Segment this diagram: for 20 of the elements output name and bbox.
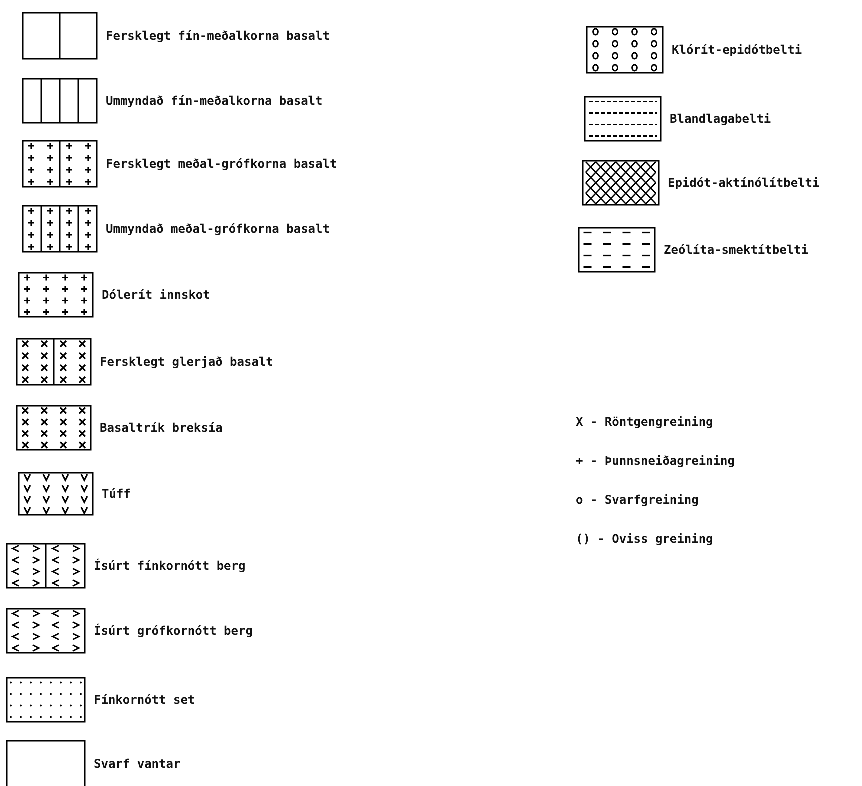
legend-label: Dólerít innskot (102, 288, 210, 302)
key-note: () - Oviss greining (576, 532, 714, 546)
legend-label: Fersklegt glerjað basalt (100, 355, 274, 369)
legend-label: Ummyndað meðal-grófkorna basalt (106, 222, 330, 236)
legend-label: Svarf vantar (94, 757, 181, 771)
key-note: X - Röntgengreining (576, 415, 714, 429)
key-note: o - Svarfgreining (576, 493, 699, 507)
legend-label: Blandlagabelti (670, 112, 772, 126)
legend-label: Ísúrt grófkornótt berg (94, 624, 253, 638)
legend-label: Ísúrt fínkornótt berg (94, 559, 246, 573)
legend-label: Fersklegt meðal-grófkorna basalt (106, 157, 338, 171)
legend-label: Epidót-aktínólítbelti (668, 176, 820, 190)
legend-label: Zeólíta-smektítbelti (664, 243, 808, 257)
legend-label: Fínkornótt set (94, 693, 196, 707)
legend-label: Ummyndað fín-meðalkorna basalt (106, 94, 323, 108)
legend-label: Klórít-epidótbelti (672, 43, 802, 57)
legend-label: Túff (102, 487, 131, 501)
key-note: + - Þunnsneiðagreining (576, 454, 735, 468)
legend-label: Basaltrík breksía (100, 421, 223, 435)
legend-label: Fersklegt fín-meðalkorna basalt (106, 29, 330, 43)
